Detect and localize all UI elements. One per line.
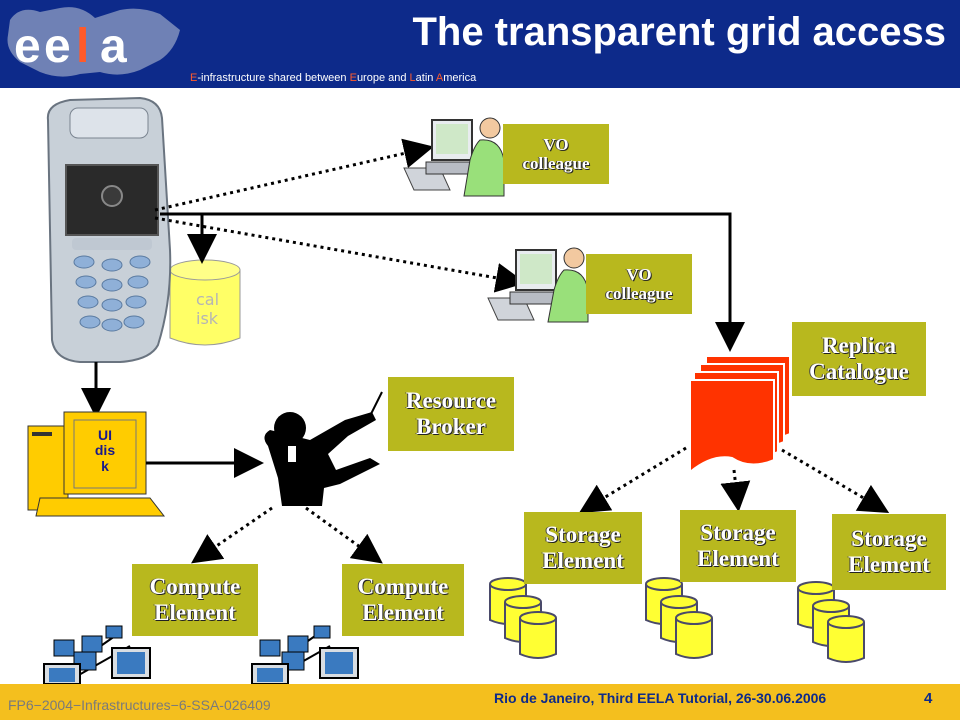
arrow-broker-to-ce-2 [305,506,383,564]
conductor-figure-icon [264,391,383,506]
svg-text:l: l [76,20,89,73]
arrow-replica-to-se-3 [781,448,890,514]
replica-catalogue-label: Replica Catalogue [792,322,926,396]
footer-project-id: FP6−2004−Infrastructures−6-SSA-026409 [8,697,271,713]
database-cylinder-icon-2 [645,577,713,659]
storage-element-label-2: Storage Element [680,510,796,582]
svg-text:a: a [100,20,127,73]
user-workstation-icon-1 [403,117,505,197]
database-cylinder-icon-3 [797,581,865,663]
ui-disk-label: UI dis k [94,427,116,474]
arrow-phone-to-replica [160,212,745,352]
arrow-phone-to-vo-2 [154,216,526,293]
database-cylinder-icon-1 [489,577,557,659]
mobile-phone-icon [46,96,172,363]
svg-text:e: e [44,20,71,73]
arrow-broker-to-ce-1 [191,506,273,564]
svg-text:e: e [14,20,41,73]
compute-element-label-1: Compute Element [132,564,258,636]
local-disk-cylinder [169,259,241,346]
resource-broker-label: Resource Broker [388,377,514,451]
user-workstation-icon-2 [487,247,589,323]
header-subtitle: E-infrastructure shared between Europe a… [190,72,477,84]
computer-cluster-icon-2 [251,625,359,685]
vo-colleague-label-2: VO colleague [586,254,692,314]
arrow-replica-to-se-1 [578,446,687,514]
eela-logo: e e l a [7,7,180,77]
ui-computer-icon [27,411,166,517]
computer-cluster-icon-1 [43,625,151,685]
arrow-replica-to-se-2 [720,469,751,512]
page-number: 4 [924,690,933,707]
footer-event: Rio de Janeiro, Third EELA Tutorial, 26-… [494,690,827,706]
vo-colleague-label-1: VO colleague [503,124,609,184]
arrow-phone-to-vo-1 [154,138,434,212]
storage-element-label-3: Storage Element [832,514,946,590]
compute-element-label-2: Compute Element [342,564,464,636]
local-disk-label: cal isk [196,290,220,329]
page-title: The transparent grid access [412,10,946,54]
storage-element-label-1: Storage Element [524,512,642,584]
footer-bar [0,684,960,720]
document-stack-icon [689,355,791,475]
